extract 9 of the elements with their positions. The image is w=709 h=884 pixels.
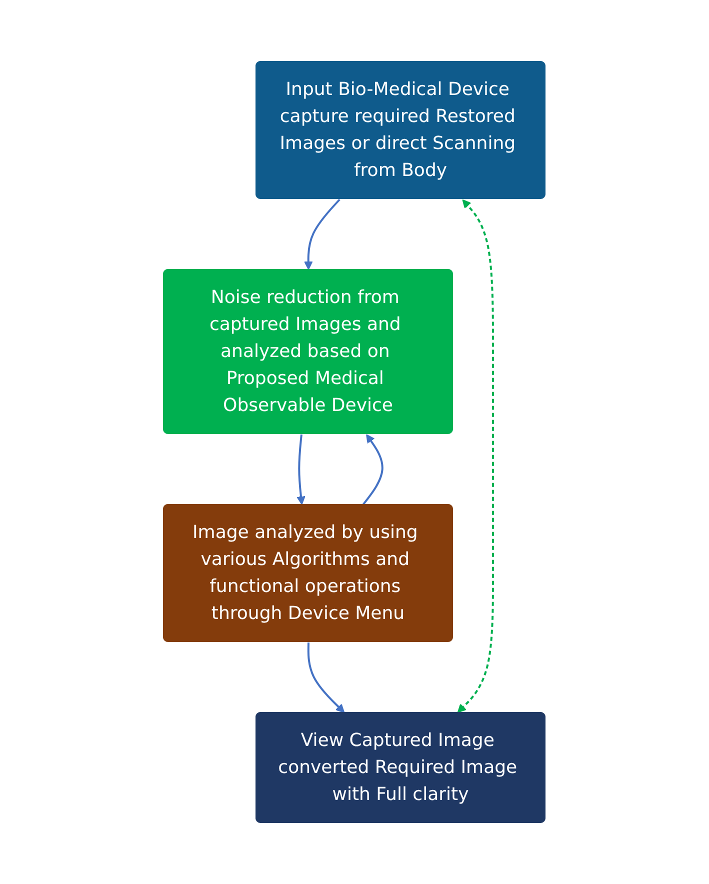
arrow [308, 642, 345, 713]
node-box: Image analyzed by using various Algorithms and functional operations through Device Menu [163, 504, 454, 642]
arrow [296, 434, 306, 505]
node-box: View Captured Image converted Required Image with Full clarity [256, 712, 546, 823]
arrow [304, 198, 341, 270]
node-box: Input Bio-Medical Device capture required Restored Images or direct Scanning from Body [256, 61, 546, 199]
arrow [458, 199, 494, 713]
node-box: Noise reduction from captured Images and analyzed based on Proposed Medical Observable Device [163, 269, 454, 434]
arrow [362, 434, 384, 506]
